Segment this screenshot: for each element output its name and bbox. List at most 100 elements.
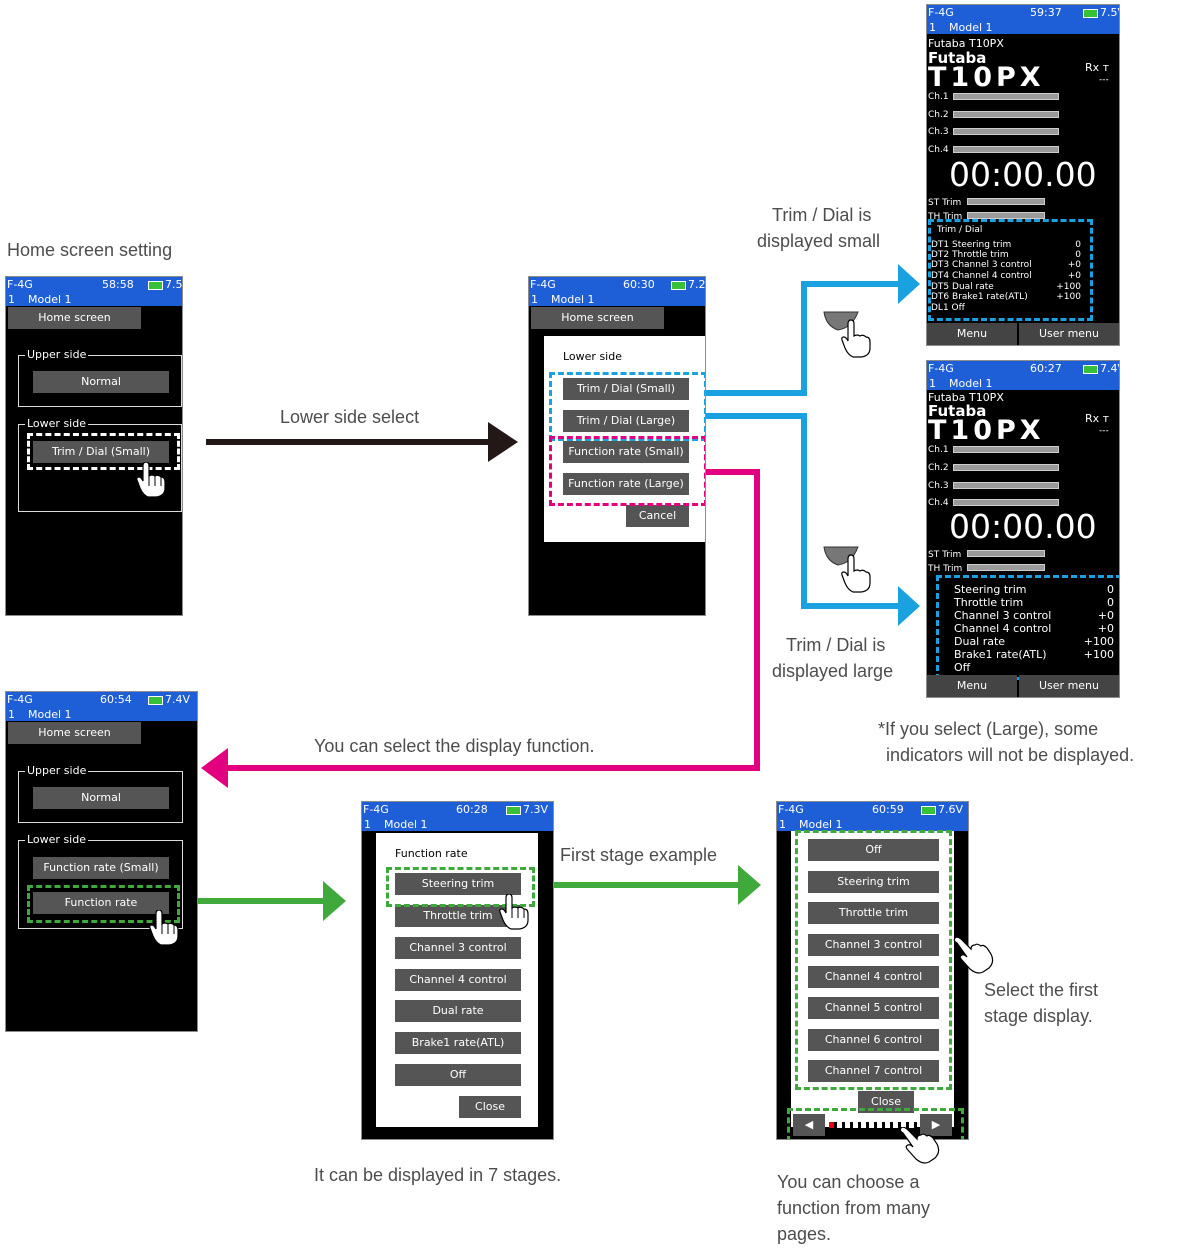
rx-label: Rx ᴛ — [1085, 412, 1110, 425]
small-display-arrowhead — [898, 264, 920, 304]
rx-value: --- — [1099, 75, 1109, 85]
option-channel-4-control[interactable]: Channel 4 control — [808, 966, 939, 988]
lower-side-group: Lower side Function rate (Small) Functio… — [18, 833, 183, 929]
clock: 59:37 — [1030, 6, 1062, 19]
upper-side-button[interactable]: Normal — [33, 371, 169, 393]
st-trim-bar — [967, 198, 1045, 205]
model-name: Model 1 — [384, 818, 428, 831]
lower-side-select-caption: Lower side select — [280, 407, 420, 427]
ch1-label: Ch.1 — [928, 92, 949, 102]
ch4-label: Ch.4 — [928, 498, 949, 508]
upper-side-label: Upper side — [25, 348, 89, 362]
ch1-bar — [953, 446, 1059, 453]
model-number: 1 — [929, 377, 936, 390]
option-channel-4-control[interactable]: Channel 4 control — [395, 969, 521, 991]
model-bar: 1 Model 1 — [927, 21, 1119, 34]
list-item: DT6 Brake1 rate(ATL)+100 — [931, 292, 1081, 302]
lower-side-button[interactable]: Trim / Dial (Small) — [33, 441, 169, 463]
option-channel-7-control[interactable]: Channel 7 control — [808, 1060, 939, 1082]
function-rate-options-highlight — [549, 436, 705, 506]
first-stage-dialog: Off Steering trim Throttle trim Channel … — [791, 831, 954, 1127]
antenna-icon: ᴛ — [1102, 61, 1110, 74]
st-trim-bar — [967, 550, 1045, 557]
option-off[interactable]: Off — [395, 1064, 521, 1086]
user-menu-button[interactable]: User menu — [1019, 675, 1119, 697]
option-off[interactable]: Off — [808, 839, 939, 861]
battery-icon — [148, 280, 163, 290]
home-trim-dial-large-screen: F-4G 60:27 7.4V 1 Model 1 Futaba T10PX F… — [926, 360, 1120, 698]
close-button[interactable]: Close — [459, 1096, 521, 1118]
option-trim-dial-small[interactable]: Trim / Dial (Small) — [563, 378, 689, 400]
ch4-bar — [953, 146, 1059, 153]
option-function-rate-large[interactable]: Function rate (Large) — [563, 473, 689, 495]
user-menu-button[interactable]: User menu — [1019, 323, 1119, 345]
close-button[interactable]: Close — [858, 1091, 914, 1113]
trim-dial-options-highlight — [549, 372, 705, 441]
ch2-bar — [953, 464, 1059, 471]
option-throttle-trim[interactable]: Throttle trim — [808, 902, 939, 924]
first-stage-caption: First stage example — [560, 845, 718, 865]
th-trim-bar — [967, 212, 1045, 219]
option-dual-rate[interactable]: Dual rate — [395, 1000, 521, 1022]
lower-side-select-arrowhead — [488, 422, 518, 462]
home-setting-caption: Home screen setting — [7, 240, 173, 260]
model-bar: 1 Model 1 — [6, 708, 197, 721]
model-number: 1 — [8, 293, 15, 306]
option-channel-6-control[interactable]: Channel 6 control — [808, 1029, 939, 1051]
small-display-arrow-line — [703, 281, 900, 396]
tab-home-screen[interactable]: Home screen — [8, 722, 141, 744]
function-rate-highlight — [27, 885, 180, 923]
function-rate-dialog: Function rate Steering trim Throttle tri… — [376, 833, 538, 1127]
th-trim-bar — [967, 564, 1045, 571]
model-name: Model 1 — [799, 818, 843, 831]
dialog-title: Lower side — [563, 350, 622, 363]
tap-hand-icon — [149, 910, 179, 946]
battery-voltage: 7.6V — [921, 802, 963, 818]
home-trim-dial-small-screen: F-4G 59:37 7.5V 1 Model 1 Futaba T10PX F… — [926, 4, 1120, 346]
lower-side-button[interactable]: Function rate (Small) — [33, 857, 169, 879]
previous-page-button[interactable]: ◀ — [793, 1114, 825, 1136]
menu-button[interactable]: Menu — [927, 323, 1017, 345]
option-steering-trim[interactable]: Steering trim — [395, 873, 521, 895]
tab-home-screen[interactable]: Home screen — [531, 307, 664, 329]
option-trim-dial-large[interactable]: Trim / Dial (Large) — [563, 410, 689, 432]
function-rate-button[interactable]: Function rate — [33, 892, 169, 914]
battery-voltage: 7.5V — [148, 277, 182, 293]
large-display-arrow-line — [703, 413, 900, 609]
battery-icon — [506, 805, 521, 815]
status-bar: F-4G 60:54 7.4V — [6, 692, 197, 708]
upper-side-button[interactable]: Normal — [33, 787, 169, 809]
system-label: F-4G — [363, 803, 389, 816]
option-channel-3-control[interactable]: Channel 3 control — [808, 934, 939, 956]
page-selector-highlight — [787, 1108, 964, 1139]
select-first-caption-2: stage display. — [984, 1006, 1093, 1026]
battery-icon — [148, 695, 163, 705]
first-stage-select-screen: F-4G 60:59 7.6V 1 Model 1 Off Steering t… — [776, 801, 969, 1140]
tab-home-screen[interactable]: Home screen — [8, 307, 141, 329]
list-item: DT4 Channel 4 control+0 — [931, 271, 1081, 281]
futaba-logo-text: Futaba — [928, 49, 987, 67]
option-brake1-rate[interactable]: Brake1 rate(ATL) — [395, 1032, 521, 1054]
option-function-rate-small[interactable]: Function rate (Small) — [563, 441, 689, 463]
option-steering-trim[interactable]: Steering trim — [808, 871, 939, 893]
next-page-button[interactable]: ▶ — [920, 1114, 952, 1136]
battery-voltage: 7.4V — [1083, 361, 1119, 377]
clock: 60:27 — [1030, 362, 1062, 375]
status-bar: F-4G 60:30 7.2V — [529, 277, 705, 293]
cancel-button[interactable]: Cancel — [626, 505, 689, 527]
model-name: Model 1 — [949, 21, 993, 34]
clock: 60:59 — [872, 803, 904, 816]
menu-button[interactable]: Menu — [927, 675, 1017, 697]
option-throttle-trim[interactable]: Throttle trim — [395, 905, 521, 927]
model-name: Model 1 — [28, 293, 72, 306]
system-label: F-4G — [530, 278, 556, 291]
option-channel-5-control[interactable]: Channel 5 control — [808, 997, 939, 1019]
option-channel-3-control[interactable]: Channel 3 control — [395, 937, 521, 959]
home-function-rate-screen: F-4G 60:54 7.4V 1 Model 1 Home screen Up… — [5, 691, 198, 1032]
list-item: DT5 Dual rate+100 — [931, 282, 1081, 292]
status-bar: F-4G 60:28 7.3V — [362, 802, 553, 818]
t10px-logo-text: T10PX — [928, 62, 1045, 93]
left-arrow-icon: ◀ — [804, 1118, 814, 1131]
list-item: Dual rate+100 — [954, 635, 1114, 648]
